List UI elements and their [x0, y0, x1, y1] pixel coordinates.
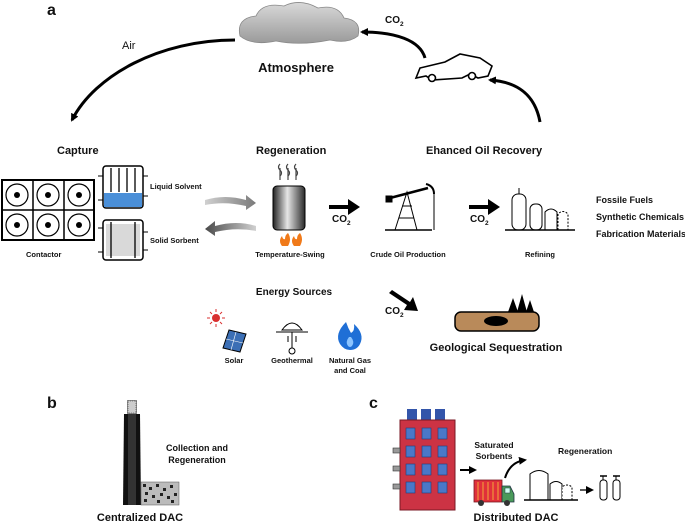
crude-oil-label: Crude Oil Production	[370, 250, 446, 259]
air-arrow	[70, 38, 236, 122]
gas-cylinders-icon	[599, 475, 621, 501]
co2-arrow-1	[329, 199, 360, 215]
distributed-dac-caption: Distributed DAC	[473, 512, 559, 524]
capture-heading: Capture	[57, 145, 99, 157]
product-fabrication-materials: Fabrication Materials	[596, 229, 685, 239]
regeneration-plant-icon	[524, 470, 578, 501]
co2-regen-label: CO2	[332, 214, 351, 227]
co2-top-label: CO2	[385, 15, 404, 28]
panel-label-b: b	[47, 395, 57, 412]
solid-sorbent-icon	[98, 219, 148, 261]
gas-flame-icon	[338, 322, 362, 350]
contactor-icon	[1, 179, 95, 241]
eor-to-car-arrow	[488, 76, 542, 123]
oil-pump-icon	[385, 183, 435, 231]
co2-eor-label: CO2	[470, 214, 489, 227]
truck-to-regeneration-arrow	[504, 456, 527, 479]
geothermal-label: Geothermal	[271, 356, 313, 365]
co2-return-arrow	[360, 28, 427, 59]
co2-arrow-2	[469, 199, 500, 215]
centralized-dac-tower-icon	[123, 400, 180, 506]
regeneration-heading: Regeneration	[256, 145, 327, 157]
panel-label-a: a	[47, 2, 56, 19]
geological-sequestration-label: Geological Sequestration	[429, 342, 563, 354]
atmosphere-label: Atmosphere	[258, 60, 334, 75]
liquid-solvent-label: Liquid Solvent	[150, 182, 202, 191]
geothermal-icon	[276, 322, 308, 355]
geological-formation-icon	[454, 294, 540, 332]
solid-sorbent-label: Solid Sorbent	[150, 236, 199, 245]
solar-icon	[207, 309, 247, 353]
panel-label-c: c	[369, 395, 378, 412]
flame-icon	[280, 233, 302, 246]
sequestration-arrow	[389, 290, 418, 311]
cloud-icon	[238, 2, 360, 44]
car-icon	[414, 53, 493, 83]
refining-label: Refining	[525, 250, 555, 259]
refinery-icon	[505, 188, 575, 231]
building-icon	[392, 409, 456, 511]
regeneration-cylinder-icon	[272, 163, 306, 231]
product-synthetic-chemicals: Synthetic Chemicals	[596, 212, 685, 222]
eor-heading: Ehanced Oil Recovery	[426, 145, 543, 157]
air-label: Air	[122, 40, 136, 52]
co2-sequestration-label: CO2	[385, 306, 404, 319]
collection-label-line1: Collection and	[165, 443, 229, 453]
energy-sources-heading: Energy Sources	[255, 287, 333, 298]
transfer-arrow-right	[205, 195, 256, 210]
transfer-arrow-left	[205, 221, 256, 236]
saturated-sorbents-line2: Sorbents	[475, 451, 513, 461]
natural-gas-label-line2: and Coal	[334, 366, 366, 375]
panel-c-regeneration-label: Regeneration	[558, 446, 613, 456]
product-fossil-fuels: Fossile Fuels	[596, 195, 654, 205]
contactor-label: Contactor	[26, 250, 62, 259]
liquid-solvent-icon	[98, 165, 148, 209]
temperature-swing-label: Temperature-Swing	[255, 250, 325, 259]
natural-gas-label-line1: Natural Gas	[328, 356, 372, 365]
solar-label: Solar	[224, 356, 244, 365]
centralized-dac-caption: Centralized DAC	[96, 512, 184, 524]
saturated-sorbents-line1: Saturated	[474, 440, 514, 450]
collection-label-line2: Regeneration	[168, 455, 226, 465]
truck-icon	[473, 479, 515, 506]
